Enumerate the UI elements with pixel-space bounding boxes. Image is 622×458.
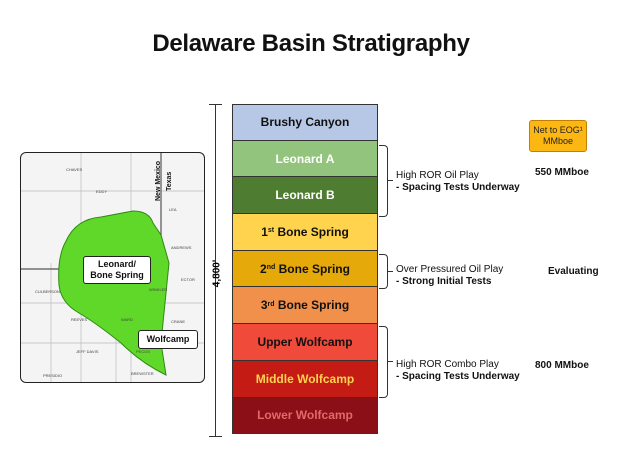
net-value-leonard: 550 MMboe [535, 167, 589, 178]
layer-label: Leonard A [275, 151, 335, 166]
layer-8: Lower Wolfcamp [232, 397, 378, 435]
brace-leonard [379, 145, 388, 217]
leonard-bone-spring-tag: Leonard/ Bone Spring [83, 256, 151, 284]
thickness-scale-bottom-cap [209, 436, 222, 437]
play-description-leonard: High ROR Oil Play - Spacing Tests Underw… [396, 170, 520, 193]
layer-label: Lower Wolfcamp [257, 408, 353, 423]
svg-text:REEVES: REEVES [71, 317, 88, 322]
svg-text:PECOS: PECOS [136, 349, 150, 354]
thickness-scale-line [215, 104, 216, 436]
brace-2nd-bone-spring-tip [387, 271, 393, 272]
svg-text:ANDREWS: ANDREWS [171, 245, 192, 250]
play-description-bone-spring: Over Pressured Oil Play - Strong Initial… [396, 264, 504, 287]
svg-text:CHAVES: CHAVES [66, 167, 82, 172]
net-value-wolfcamp: 800 MMboe [535, 360, 589, 371]
layer-label: Bone Spring [275, 261, 350, 276]
net-value-bone-spring: Evaluating [548, 266, 599, 277]
layer-7: Middle Wolfcamp [232, 360, 378, 398]
brace-wolfcamp-tip [387, 361, 393, 362]
layer-label: Leonard B [275, 188, 335, 203]
layer-ordinal-suffix: nd [266, 264, 276, 272]
state-label-new-mexico: New Mexico [155, 160, 162, 201]
svg-text:PRESIDIO: PRESIDIO [43, 373, 62, 378]
brace-leonard-tip [387, 180, 393, 181]
layer-ordinal: 2 [260, 261, 267, 276]
layer-6: Upper Wolfcamp [232, 324, 378, 361]
page-title: Delaware Basin Stratigraphy [152, 30, 470, 57]
layer-ordinal-suffix: rd [267, 300, 275, 308]
layer-1: Leonard A [232, 140, 378, 178]
svg-text:ECTOR: ECTOR [181, 277, 195, 282]
layer-label: Bone Spring [274, 224, 349, 239]
layer-label: Upper Wolfcamp [257, 334, 353, 349]
net-to-eog-header: Net to EOG¹ MMboe [529, 120, 587, 152]
play-description-wolfcamp: High ROR Combo Play - Spacing Tests Unde… [396, 359, 520, 382]
layer-ordinal-suffix: st [267, 227, 275, 235]
state-label-texas: Texas [166, 171, 173, 191]
svg-text:EDDY: EDDY [96, 189, 107, 194]
svg-text:CRANE: CRANE [171, 319, 185, 324]
svg-text:WINKLER: WINKLER [149, 287, 167, 292]
layer-label: Brushy Canyon [260, 115, 350, 130]
layer-0: Brushy Canyon [232, 104, 378, 141]
layer-label: Middle Wolfcamp [255, 371, 355, 386]
layer-label: Bone Spring [274, 298, 350, 313]
thickness-label: 4,800' [211, 259, 223, 288]
svg-text:LEA: LEA [169, 207, 177, 212]
layer-ordinal: 1 [261, 224, 268, 239]
svg-text:WARD: WARD [121, 317, 133, 322]
wolfcamp-tag: Wolfcamp [138, 330, 198, 349]
basin-map: CHAVES LEA EDDY ANDREWS LOVING WINKLER E… [20, 152, 205, 383]
thickness-scale-top-cap [209, 104, 222, 105]
layer-ordinal: 3 [260, 298, 268, 313]
svg-text:BREWSTER: BREWSTER [131, 371, 154, 376]
svg-text:CULBERSON: CULBERSON [35, 289, 60, 294]
brace-wolfcamp [379, 326, 388, 398]
svg-text:JEFF DAVIS: JEFF DAVIS [76, 349, 99, 354]
layer-2: Leonard B [232, 177, 378, 215]
